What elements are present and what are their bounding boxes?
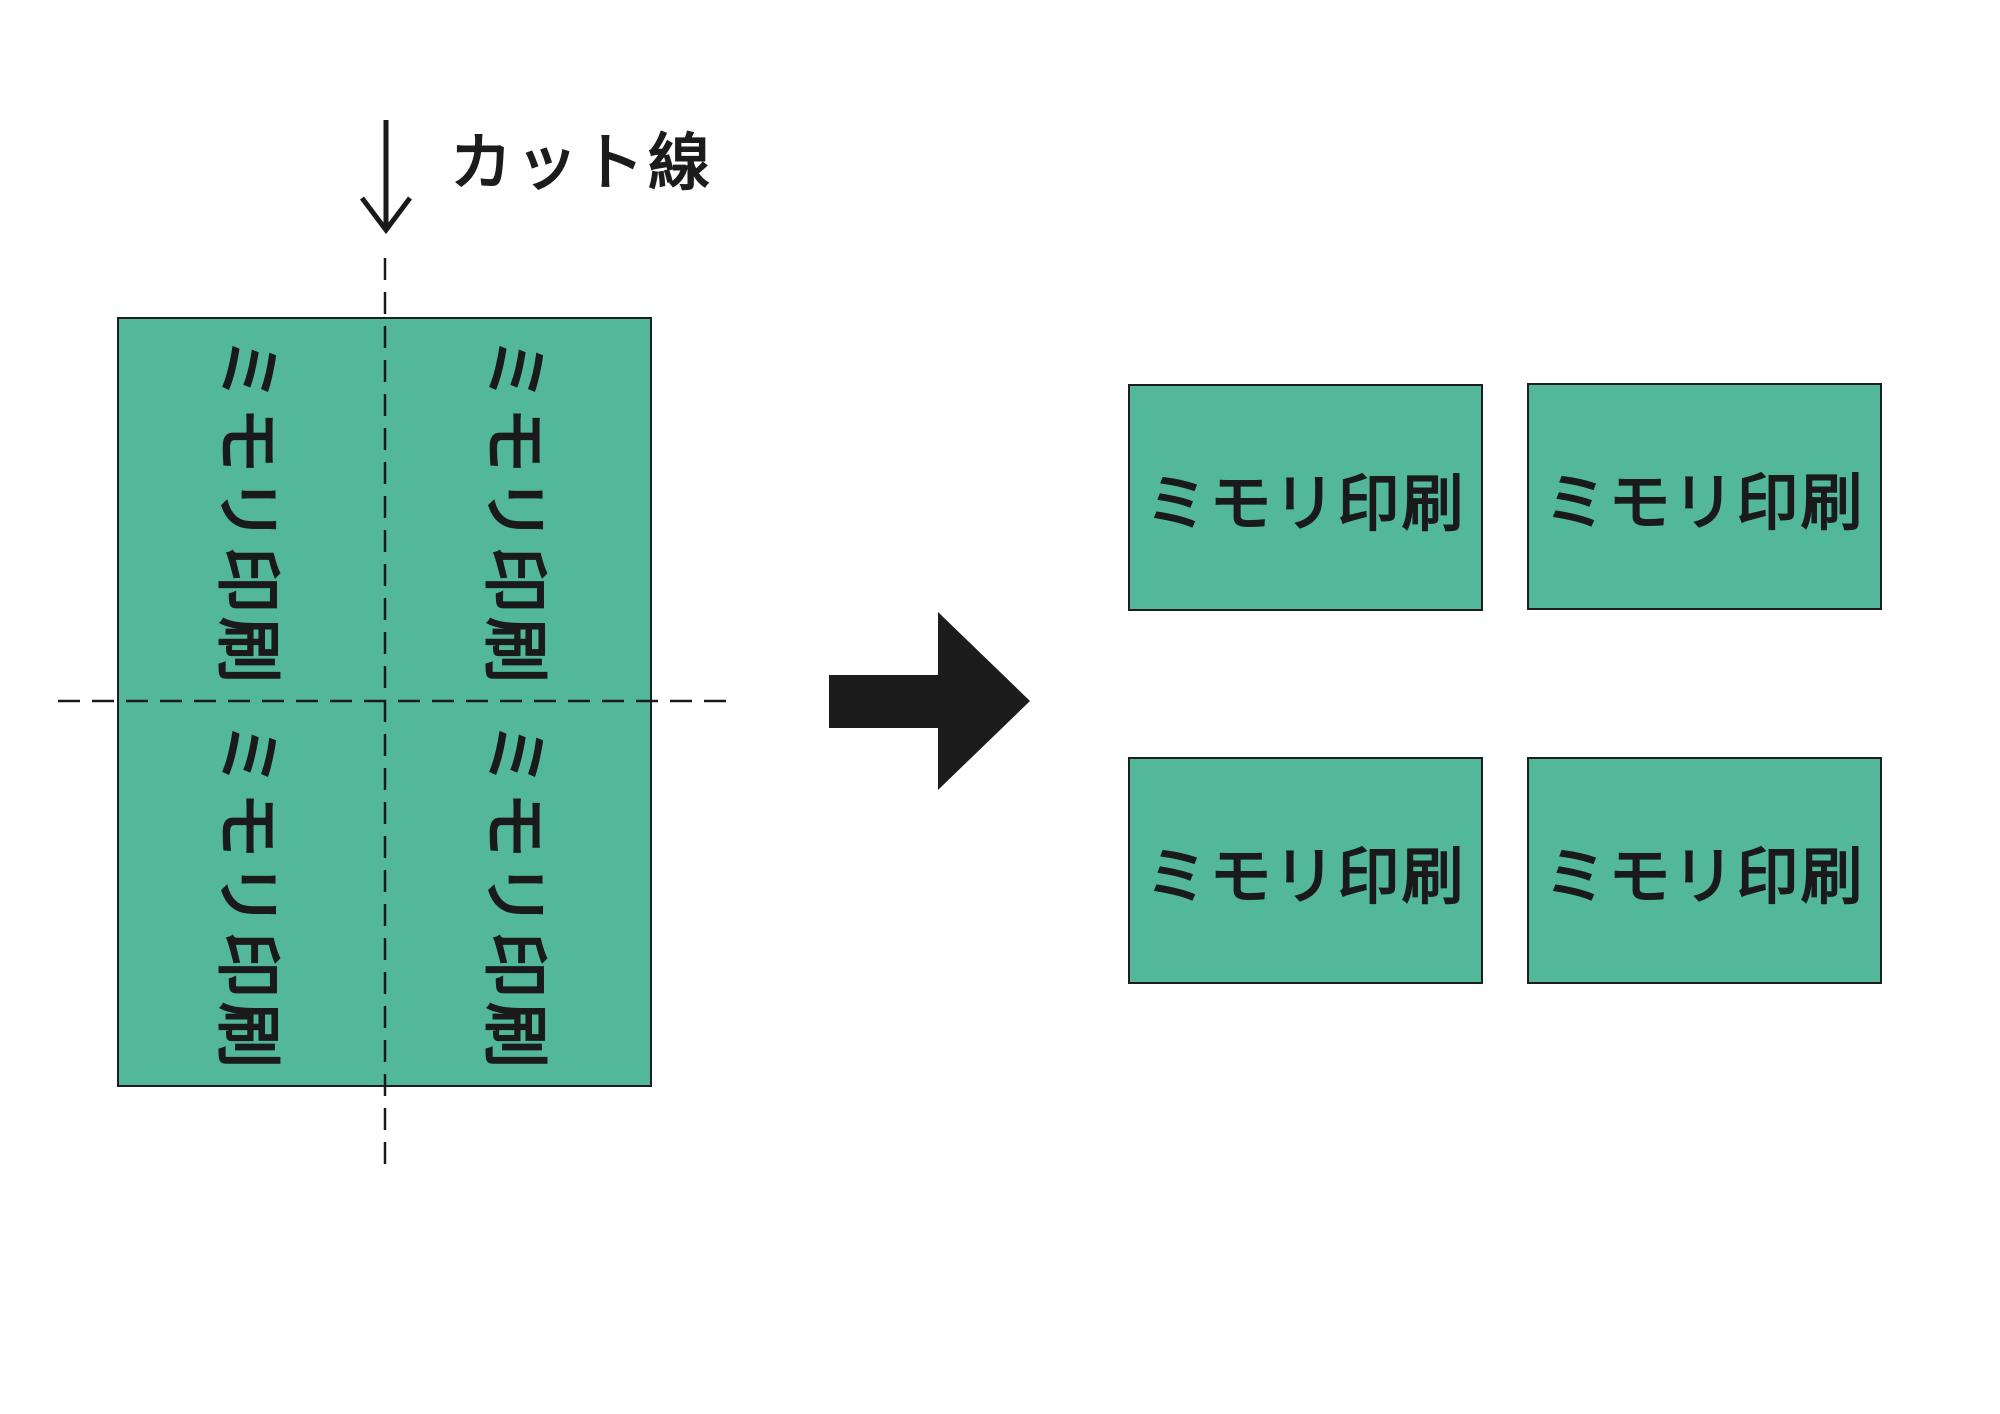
- cut-line-label: カット線: [450, 126, 715, 199]
- cut-card-top-left: ミモリ印刷: [1128, 384, 1483, 611]
- cut-card-label: ミモリ印刷: [1544, 839, 1865, 913]
- cut-card-bottom-left: ミモリ印刷: [1128, 757, 1483, 984]
- cut-card-label: ミモリ印刷: [1145, 839, 1466, 913]
- cut-card-label: ミモリ印刷: [1544, 465, 1865, 539]
- cut-card-top-right: ミモリ印刷: [1527, 383, 1882, 610]
- cut-card-label: ミモリ印刷: [1145, 466, 1466, 540]
- right-arrow-icon: [829, 612, 1030, 790]
- down-arrow-icon: [360, 120, 412, 235]
- cut-card-bottom-right: ミモリ印刷: [1527, 757, 1882, 984]
